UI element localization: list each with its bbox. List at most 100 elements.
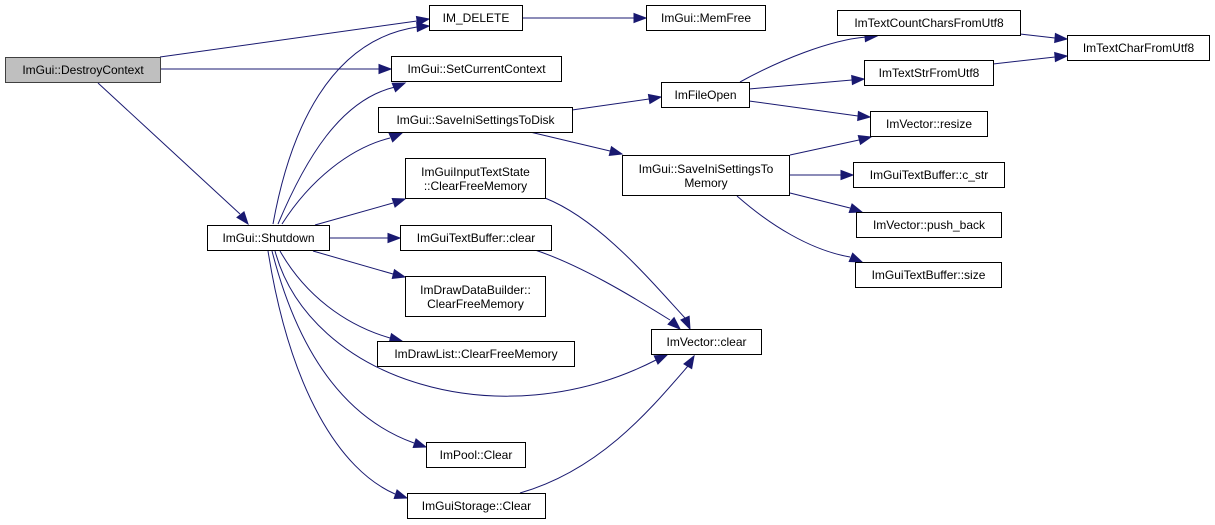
node-vector-push-back[interactable]: ImVector::push_back	[856, 212, 1002, 238]
node-text-count-chars-from-utf8[interactable]: ImTextCountCharsFromUtf8	[837, 10, 1021, 36]
edge-save-ini-disk-to-imfileopen	[571, 93, 663, 111]
arrowhead-icon	[857, 110, 872, 122]
arrowhead-icon	[680, 315, 691, 331]
node-save-ini-settings-to-disk[interactable]: ImGui::SaveIniSettingsToDisk	[378, 107, 573, 133]
edge-shutdown-to-im-delete	[272, 21, 431, 225]
arrowhead-icon	[412, 438, 428, 449]
node-textbuffer-c-str[interactable]: ImGuiTextBuffer::c_str	[853, 162, 1005, 188]
node-vector-resize[interactable]: ImVector::resize	[870, 111, 988, 137]
edge-line	[789, 139, 860, 156]
node-im-delete[interactable]: IM_DELETE	[429, 5, 523, 31]
edge-line	[992, 56, 1056, 65]
edge-line	[277, 86, 396, 225]
edge-line	[274, 250, 657, 397]
edge-shutdown-to-storage-clear	[267, 250, 409, 500]
arrowhead-icon	[633, 12, 648, 24]
arrowhead-icon	[683, 354, 695, 370]
edge-imfileopen-to-count-chars-utf8	[739, 31, 879, 83]
edge-line	[312, 250, 394, 275]
edge-line	[281, 137, 391, 225]
edge-textbuffer-clear-to-vector-clear	[534, 249, 682, 330]
edge-shutdown-to-drawlist-clearfree	[279, 250, 404, 344]
edge-line	[529, 131, 611, 152]
edge-save-ini-memory-to-vector-push-back	[789, 192, 864, 214]
edge-line	[97, 82, 241, 215]
edge-shutdown-to-textbuffer-clear	[330, 232, 402, 244]
edge-save-ini-memory-to-textbuffer-size	[736, 195, 864, 263]
node-imfileopen[interactable]: ImFileOpen	[661, 82, 750, 108]
edge-line	[1019, 33, 1056, 39]
edge-line	[748, 100, 859, 117]
node-textbuffer-clear[interactable]: ImGuiTextBuffer::clear	[400, 225, 552, 251]
arrowhead-icon	[416, 21, 431, 33]
arrowhead-icon	[857, 134, 873, 146]
edge-inputtext-clearfree-to-vector-clear	[544, 197, 691, 331]
arrowhead-icon	[378, 63, 393, 75]
node-save-ini-settings-to-memory[interactable]: ImGui::SaveIniSettingsTo Memory	[622, 155, 790, 196]
edge-shutdown-to-impool-clear	[271, 250, 428, 449]
edge-shutdown-to-inputtext-clearfree	[314, 197, 407, 226]
edge-line	[571, 98, 650, 111]
edge-line	[272, 26, 418, 225]
node-storage-clear[interactable]: ImGuiStorage::Clear	[407, 493, 546, 519]
edge-storage-clear-to-vector-clear	[519, 354, 695, 494]
arrowhead-icon	[391, 197, 407, 208]
arrowhead-icon	[851, 74, 866, 86]
edge-line	[267, 250, 396, 495]
node-memfree[interactable]: ImGui::MemFree	[646, 5, 766, 31]
edge-line	[736, 195, 851, 258]
edge-destroy-context-to-im-delete	[159, 15, 431, 58]
arrowhead-icon	[391, 268, 407, 280]
edge-destroy-context-to-set-current-context	[161, 63, 393, 75]
edge-line	[159, 20, 418, 58]
edge-line	[314, 202, 394, 226]
arrowhead-icon	[391, 82, 407, 93]
node-drawdatabuilder-clearfreememory[interactable]: ImDrawDataBuilder:: ClearFreeMemory	[405, 276, 546, 317]
arrowhead-icon	[653, 354, 669, 365]
arrowhead-icon	[848, 252, 864, 263]
arrowhead-icon	[667, 316, 682, 330]
arrowhead-icon	[236, 210, 249, 226]
node-vector-clear[interactable]: ImVector::clear	[651, 329, 762, 355]
edge-line	[519, 365, 689, 494]
edge-shutdown-to-set-current-context	[277, 82, 407, 225]
node-inputtextstate-clearfreememory[interactable]: ImGuiInputTextState ::ClearFreeMemory	[405, 158, 546, 199]
node-text-str-from-utf8[interactable]: ImTextStrFromUtf8	[864, 60, 994, 86]
edge-shutdown-to-vector-clear	[274, 250, 669, 397]
node-impool-clear[interactable]: ImPool::Clear	[426, 442, 526, 468]
arrowhead-icon	[1054, 51, 1069, 63]
edge-im-delete-to-memfree	[523, 12, 648, 24]
arrowhead-icon	[1054, 32, 1069, 44]
edge-save-ini-disk-to-save-ini-memory	[529, 131, 624, 157]
node-destroy-context[interactable]: ImGui::DestroyContext	[5, 57, 161, 83]
arrowhead-icon	[388, 132, 404, 143]
edge-destroy-context-to-shutdown	[97, 82, 249, 226]
edge-count-chars-utf8-to-char-from-utf8	[1019, 32, 1069, 44]
edge-save-ini-memory-to-vector-resize	[789, 134, 873, 156]
edge-line	[789, 192, 851, 209]
arrowhead-icon	[840, 169, 855, 181]
edge-line	[739, 36, 867, 83]
arrowhead-icon	[608, 145, 624, 157]
edge-shutdown-to-drawdatabuilder-clearfree	[312, 250, 407, 280]
arrowhead-icon	[393, 489, 409, 500]
node-drawlist-clearfreememory[interactable]: ImDrawList::ClearFreeMemory	[377, 341, 575, 367]
edge-shutdown-to-save-ini-disk	[281, 132, 404, 225]
edge-imfileopen-to-str-from-utf8	[748, 74, 866, 90]
arrowhead-icon	[387, 232, 402, 244]
node-set-current-context[interactable]: ImGui::SetCurrentContext	[391, 56, 562, 82]
edge-line	[271, 250, 415, 444]
edge-imfileopen-to-vector-resize	[748, 100, 872, 122]
node-text-char-from-utf8[interactable]: ImTextCharFromUtf8	[1067, 35, 1210, 61]
arrowhead-icon	[647, 93, 663, 105]
arrowhead-icon	[848, 203, 864, 214]
edge-line	[544, 197, 686, 319]
edge-save-ini-memory-to-textbuffer-cstr	[790, 169, 855, 181]
node-shutdown[interactable]: ImGui::Shutdown	[207, 225, 330, 251]
node-textbuffer-size[interactable]: ImGuiTextBuffer::size	[855, 262, 1002, 288]
edge-str-from-utf8-to-char-from-utf8	[992, 51, 1069, 65]
edge-line	[534, 249, 671, 321]
edge-line	[748, 79, 853, 90]
